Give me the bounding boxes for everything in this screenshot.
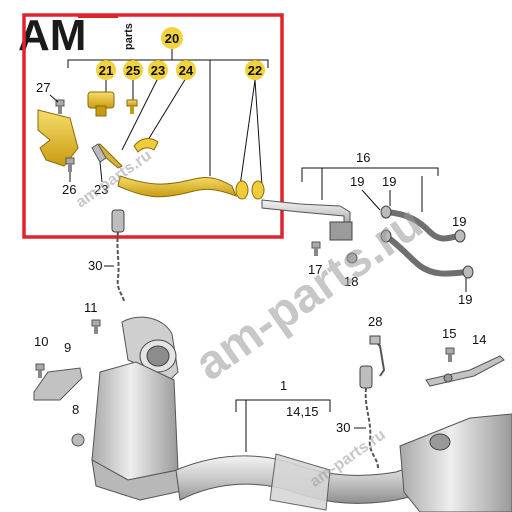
brand-logo: AM parts xyxy=(18,11,135,60)
badge-23: 23 xyxy=(148,60,168,80)
callout-16: 16 xyxy=(356,150,370,165)
sensor-28-part xyxy=(369,335,386,377)
exhaust-pipe-1-part xyxy=(175,413,512,512)
badge-20: 20 xyxy=(161,27,183,49)
watermark-small-upper: am-parts.ru xyxy=(73,147,155,211)
pipe-16-assembly xyxy=(261,199,353,241)
bolt-26-part xyxy=(65,157,75,172)
callout-11: 11 xyxy=(84,300,98,315)
hose-19-assembly xyxy=(380,205,474,279)
highlight-frame xyxy=(22,13,284,239)
svg-text:25: 25 xyxy=(126,63,140,78)
callout-17: 17 xyxy=(308,262,322,277)
sensor-30-lower-part xyxy=(359,365,379,469)
nut-8-part xyxy=(71,433,85,447)
leader-16 xyxy=(301,167,439,182)
callout-19-c: 19 xyxy=(452,214,466,229)
sensor-30-upper-part xyxy=(111,209,125,303)
callout-23-lower: 23 xyxy=(94,182,108,197)
badge-21: 21 xyxy=(96,60,116,80)
svg-text:22: 22 xyxy=(248,63,262,78)
pipe-20-part xyxy=(95,143,237,198)
callout-14: 14 xyxy=(472,332,486,347)
clip-23-part xyxy=(91,143,107,163)
watermark-main: am-parts.ru xyxy=(186,196,433,391)
svg-text:24: 24 xyxy=(179,63,194,78)
callout-28: 28 xyxy=(368,314,382,329)
callout-19-a: 19 xyxy=(350,174,364,189)
bolt-17-part xyxy=(311,241,321,256)
sensor-21-part xyxy=(87,91,115,117)
bolt-11-part xyxy=(91,319,101,334)
callout-30-lower: 30 xyxy=(336,420,350,435)
nut-18-part xyxy=(346,252,358,264)
bolt-15-part xyxy=(445,347,455,362)
clamp-24-part xyxy=(133,138,159,153)
callout-19-d: 19 xyxy=(458,292,472,307)
callout-30-upper: 30 xyxy=(88,258,102,273)
badge-24: 24 xyxy=(176,60,196,80)
callout-8: 8 xyxy=(72,402,79,417)
clamps-22-part xyxy=(235,180,265,200)
svg-text:21: 21 xyxy=(99,63,113,78)
catalytic-converter-part xyxy=(91,316,187,501)
callout-19-b: 19 xyxy=(382,174,396,189)
callout-10: 10 xyxy=(34,334,48,349)
badge-25: 25 xyxy=(123,60,143,80)
highlight-leaders xyxy=(67,48,269,187)
logo-text: AM xyxy=(18,11,86,60)
bolt-10-part xyxy=(35,363,45,378)
callout-26: 26 xyxy=(62,182,76,197)
bolt-27-part xyxy=(55,99,65,114)
callout-27: 27 xyxy=(36,80,50,95)
callout-18: 18 xyxy=(344,274,358,289)
bracket-27-part xyxy=(37,109,79,167)
logo-subtext: parts xyxy=(123,23,135,50)
callout-15: 15 xyxy=(442,326,456,341)
callout-14-15: 14,15 xyxy=(286,404,319,419)
bracket-14-part xyxy=(425,355,505,387)
bracket-9-part xyxy=(33,367,83,401)
callout-9: 9 xyxy=(64,340,71,355)
svg-text:20: 20 xyxy=(165,31,179,46)
badge-22: 22 xyxy=(245,60,265,80)
bolt-25-part xyxy=(126,99,138,114)
callout-1: 1 xyxy=(280,378,287,393)
svg-text:23: 23 xyxy=(151,63,165,78)
